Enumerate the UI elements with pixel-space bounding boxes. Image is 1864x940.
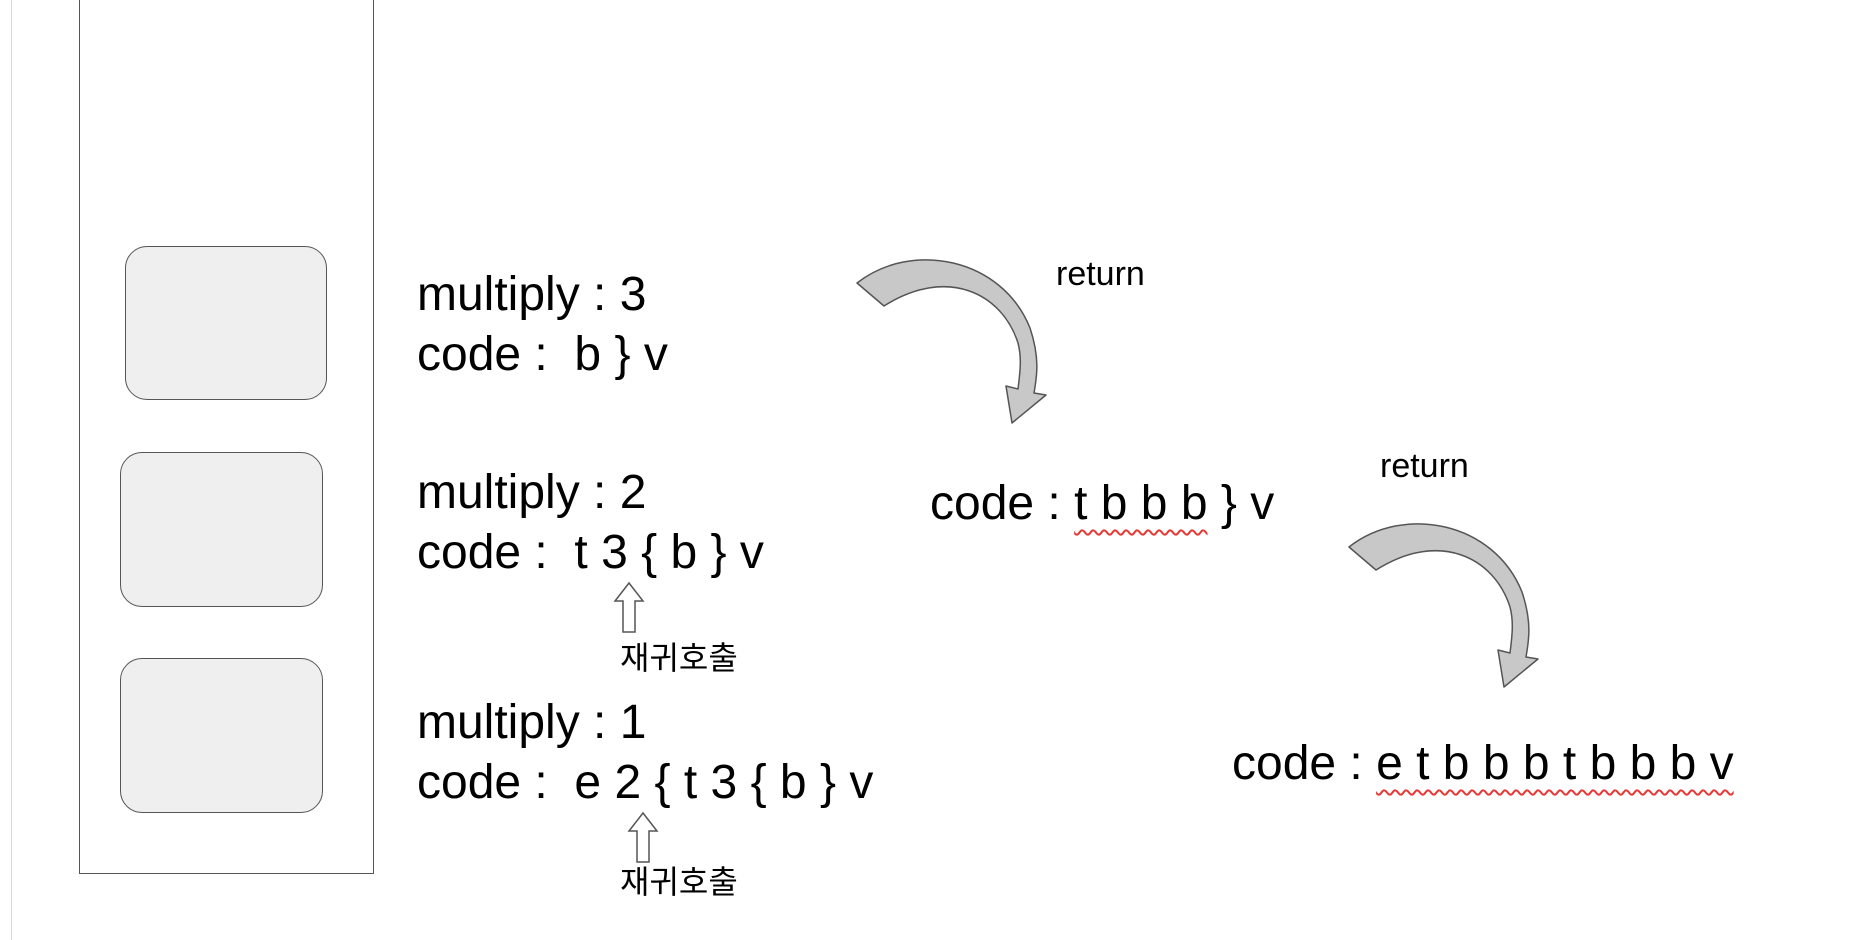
result-code-1: code : t b b b } v — [930, 474, 1274, 534]
result-code-2-tokens: e t b b b t b b b v — [1376, 737, 1734, 790]
result-code-1-tokens: t b b b — [1074, 477, 1208, 530]
frame-multiply-3: multiply : 3 — [417, 268, 647, 321]
recursive-call-label-lower: 재귀호출 — [620, 863, 738, 901]
up-arrow-icon — [613, 581, 645, 633]
frame-multiply-2: multiply : 2 — [417, 466, 647, 519]
curved-down-arrow-icon — [856, 259, 1047, 424]
up-arrow-icon — [627, 811, 659, 863]
result-code-1-suffix: } v — [1207, 477, 1275, 530]
stack-slot-middle — [120, 452, 323, 607]
frame-code-3: code : b } v — [417, 328, 668, 381]
return-label-2: return — [1380, 447, 1469, 485]
frame-code-1: code : e 2 { t 3 { b } v — [417, 756, 874, 809]
curved-down-arrow-icon — [1348, 523, 1539, 688]
result-code-2: code : e t b b b t b b b v — [1232, 734, 1734, 794]
recursive-call-label-upper: 재귀호출 — [620, 639, 738, 677]
result-code-2-prefix: code : — [1232, 737, 1377, 790]
frame-code-2: code : t 3 { b } v — [417, 526, 764, 579]
frame-multiply-1: multiply : 1 — [417, 696, 647, 749]
result-code-1-prefix: code : — [930, 477, 1075, 530]
page-edge — [11, 0, 12, 940]
stack-slot-top — [125, 246, 327, 400]
return-label-1: return — [1056, 255, 1145, 293]
stack-slot-bottom — [120, 658, 323, 813]
